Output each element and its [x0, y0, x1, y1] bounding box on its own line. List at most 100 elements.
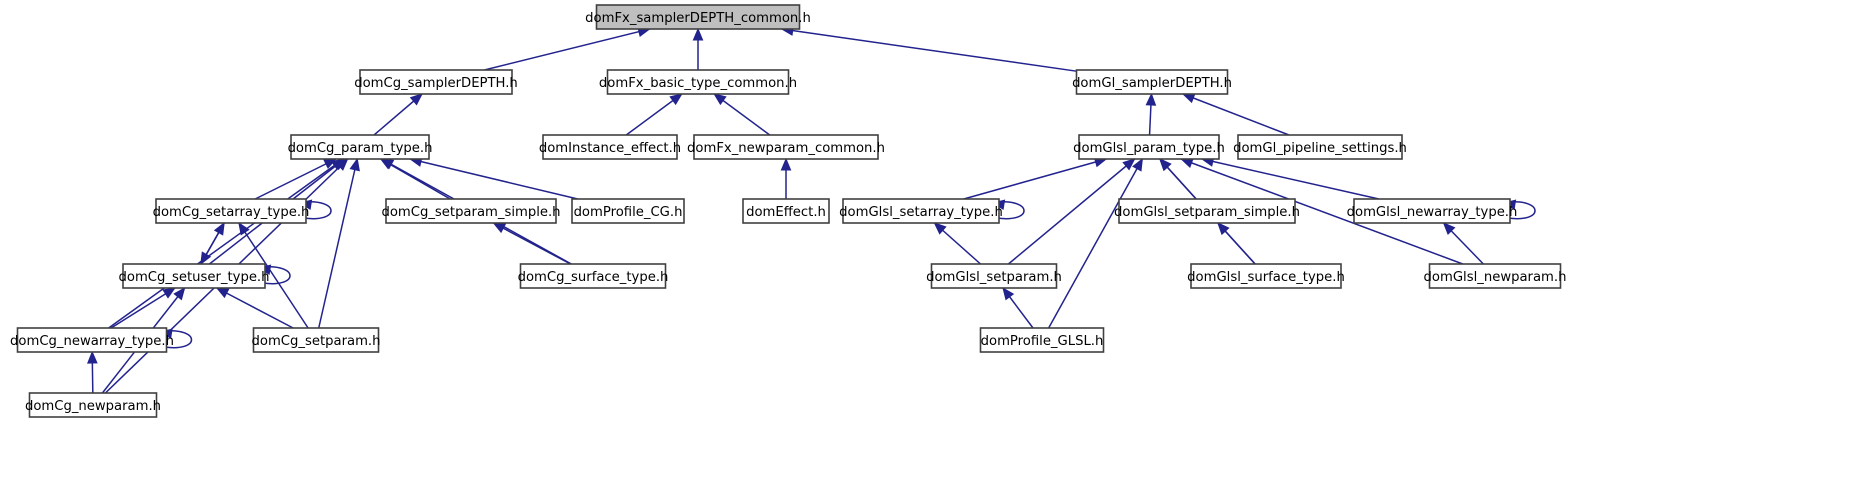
node-label: domCg_setparam.h: [252, 334, 381, 349]
node-box: [519, 263, 667, 289]
graph-node-glsl_setarray_type[interactable]: domGlsl_setarray_type.h: [839, 198, 1003, 224]
node-box: [252, 327, 380, 353]
graph-node-fx_samplerDEPTH_common[interactable]: domFx_samplerDEPTH_common.h: [585, 4, 811, 30]
graph-node-gl_samplerDEPTH[interactable]: domGl_samplerDEPTH.h: [1072, 69, 1232, 95]
node-box: [1353, 198, 1511, 224]
dependency-edge: [1217, 222, 1256, 265]
dependency-edge: [1442, 222, 1484, 265]
graph-node-cg_setarray_type[interactable]: domCg_setarray_type.h: [153, 198, 310, 224]
node-label: domFx_basic_type_common.h: [599, 76, 797, 91]
dependency-edge: [200, 222, 225, 266]
node-label: domGlsl_newarray_type.h: [1347, 205, 1518, 220]
edge-arrowhead: [380, 158, 395, 170]
graph-node-cg_param_type[interactable]: domCg_param_type.h: [288, 134, 433, 160]
node-box: [930, 263, 1058, 289]
node-label: domInstance_effect.h: [539, 141, 681, 156]
node-box: [1237, 134, 1403, 160]
graph-node-glsl_setparam_simple[interactable]: domGlsl_setparam_simple.h: [1114, 198, 1300, 224]
node-label: domProfile_CG.h: [574, 205, 683, 220]
graph-node-cg_newparam[interactable]: domCg_newparam.h: [25, 392, 161, 418]
graph-node-cg_setuser_type[interactable]: domCg_setuser_type.h: [119, 263, 270, 289]
node-label: domGl_pipeline_settings.h: [1233, 141, 1407, 156]
node-box: [28, 392, 158, 418]
node-label: domCg_surface_type.h: [518, 270, 669, 285]
node-label: domCg_param_type.h: [288, 141, 433, 156]
edge-arrowhead: [173, 286, 186, 301]
node-box: [16, 327, 168, 353]
graph-node-profile_glsl[interactable]: domProfile_GLSL.h: [979, 327, 1105, 353]
graph-node-fx_newparam_common[interactable]: domFx_newparam_common.h: [687, 134, 885, 160]
dependency-edge: [108, 158, 345, 329]
dependency-edge: [1181, 93, 1290, 136]
node-label: domCg_setparam_simple.h: [381, 205, 560, 220]
edge-arrowhead: [933, 222, 947, 235]
edge-arrowhead: [1159, 158, 1172, 172]
dependency-edge: [780, 157, 792, 199]
node-box: [122, 263, 266, 289]
node-label: domFx_newparam_common.h: [687, 141, 885, 156]
node-box: [1078, 134, 1220, 160]
edge-arrowhead: [713, 93, 727, 106]
graph-node-profile_cg[interactable]: domProfile_CG.h: [571, 198, 685, 224]
edge-arrowhead: [780, 157, 792, 171]
node-label: domGlsl_setarray_type.h: [839, 205, 1003, 220]
graph-node-effect[interactable]: domEffect.h: [742, 198, 830, 224]
graph-node-cg_setparam[interactable]: domCg_setparam.h: [252, 327, 381, 353]
graph-node-glsl_newparam[interactable]: domGlsl_newparam.h: [1424, 263, 1567, 289]
graph-node-cg_newarray_type[interactable]: domCg_newarray_type.h: [10, 327, 174, 353]
graph-node-cg_surface_type[interactable]: domCg_surface_type.h: [518, 263, 669, 289]
dependency-edge: [1145, 92, 1157, 136]
node-label: domCg_samplerDEPTH.h: [354, 76, 518, 91]
edge-arrowhead: [1145, 92, 1157, 106]
dependency-edge: [238, 221, 309, 329]
graph-node-glsl_setparam[interactable]: domGlsl_setparam.h: [926, 263, 1062, 289]
node-box: [571, 198, 685, 224]
dependency-edge: [408, 156, 578, 200]
edge-arrowhead: [409, 93, 423, 106]
dependency-edge: [963, 156, 1108, 200]
dependency-edge: [318, 157, 360, 329]
dependency-edge: [87, 350, 98, 394]
dependency-edge: [484, 26, 651, 71]
node-box: [595, 4, 801, 30]
graph-node-cg_samplerDEPTH[interactable]: domCg_samplerDEPTH.h: [354, 69, 518, 95]
graph-node-glsl_newarray_type[interactable]: domGlsl_newarray_type.h: [1347, 198, 1518, 224]
graph-node-gl_pipeline_settings[interactable]: domGl_pipeline_settings.h: [1233, 134, 1407, 160]
edge-arrowhead: [200, 251, 212, 266]
graph-node-fx_basic_type_common[interactable]: domFx_basic_type_common.h: [599, 69, 797, 95]
node-box: [742, 198, 830, 224]
edge-arrowhead: [669, 93, 683, 106]
edge-arrowhead: [1442, 222, 1456, 235]
dependency-edge: [713, 93, 771, 136]
node-label: domEffect.h: [746, 205, 826, 220]
edge-arrowhead: [238, 221, 250, 236]
edge-arrowhead: [162, 287, 176, 299]
graph-node-glsl_surface_type[interactable]: domGlsl_surface_type.h: [1187, 263, 1345, 289]
node-label: domCg_setuser_type.h: [119, 270, 270, 285]
node-box: [542, 134, 678, 160]
node-box: [1075, 69, 1229, 95]
edge-arrowhead: [1181, 93, 1196, 104]
node-label: domCg_newparam.h: [25, 399, 161, 414]
node-label: domFx_samplerDEPTH_common.h: [585, 11, 811, 26]
dependency-edge: [373, 93, 423, 136]
dependency-edge: [692, 27, 704, 70]
graph-node-instance_effect[interactable]: domInstance_effect.h: [539, 134, 681, 160]
edge-arrowhead: [335, 158, 349, 171]
node-box: [1428, 263, 1562, 289]
node-label: domGlsl_surface_type.h: [1187, 270, 1345, 285]
edge-arrowhead: [215, 287, 230, 299]
dependency-edge: [492, 222, 571, 265]
node-label: domGlsl_setparam_simple.h: [1114, 205, 1300, 220]
node-box: [979, 327, 1105, 353]
graph-node-glsl_param_type[interactable]: domGlsl_param_type.h: [1073, 134, 1225, 160]
dependency-edge: [1047, 157, 1144, 329]
graph-node-cg_setparam_simple[interactable]: domCg_setparam_simple.h: [381, 198, 561, 224]
node-label: domCg_newarray_type.h: [10, 334, 174, 349]
node-box: [385, 198, 557, 224]
node-box: [693, 134, 879, 160]
node-label: domGl_samplerDEPTH.h: [1072, 76, 1232, 91]
node-box: [1118, 198, 1296, 224]
edge-arrowhead: [692, 27, 704, 41]
